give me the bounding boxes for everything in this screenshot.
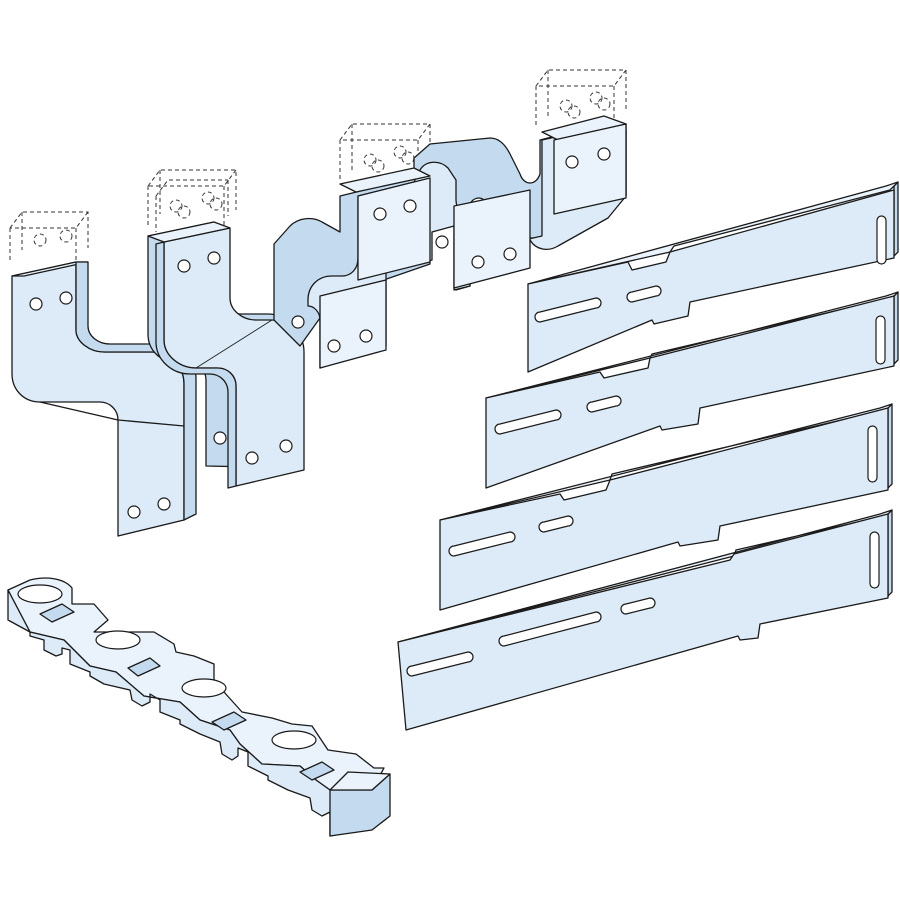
mounting-slot xyxy=(534,297,602,323)
busbar-connector-double xyxy=(147,169,305,489)
bolt-hole xyxy=(373,207,387,221)
bolt-hole xyxy=(127,505,141,519)
bolt-hole xyxy=(207,251,221,265)
bolt-hole xyxy=(327,339,341,353)
bolt-hole xyxy=(279,439,293,453)
busbar-flat-bar xyxy=(439,403,893,611)
bolt-hole xyxy=(29,297,43,311)
mounting-slot xyxy=(494,409,562,435)
busbar-connector-single xyxy=(9,211,197,537)
bolt-hole xyxy=(177,259,191,273)
bolt-hole xyxy=(597,147,611,161)
busbar-flat-bars xyxy=(397,181,899,731)
cable-hole xyxy=(271,730,317,750)
busbar-support-block xyxy=(7,577,391,837)
bolt-hole xyxy=(291,315,305,329)
mounting-slot xyxy=(626,285,662,303)
bolt-hole xyxy=(565,155,579,169)
mounting-slot xyxy=(406,651,474,677)
cable-hole xyxy=(181,678,227,698)
bolt-hole xyxy=(435,235,449,249)
mounting-slot xyxy=(876,215,887,265)
mounting-slot xyxy=(620,597,656,615)
mounting-slot xyxy=(867,425,878,483)
mounting-slot xyxy=(586,395,622,413)
mounting-slot xyxy=(498,611,602,647)
bolt-hole xyxy=(471,255,485,269)
dashed-terminal-outline xyxy=(147,169,237,232)
bolt-hole xyxy=(503,247,517,261)
mounting-slot xyxy=(869,531,880,589)
bolt-hole xyxy=(213,431,227,445)
cable-hole xyxy=(95,630,141,650)
bolt-hole xyxy=(59,291,73,305)
bolt-hole xyxy=(403,199,417,213)
busbar-flat-bar xyxy=(485,291,899,489)
bolt-hole xyxy=(359,329,373,343)
cable-hole xyxy=(17,584,63,604)
mounting-slot xyxy=(875,315,886,365)
dashed-terminal-outline xyxy=(9,211,89,262)
bolt-hole xyxy=(245,451,259,465)
mounting-slot xyxy=(448,531,516,557)
dashed-terminal-outline xyxy=(339,69,627,180)
busbar-connector-z-shaped xyxy=(273,69,627,369)
busbar-flat-bar xyxy=(527,181,899,373)
busbar-flat-bar xyxy=(397,509,893,731)
bolt-hole xyxy=(157,497,171,511)
mounting-slot xyxy=(538,515,574,533)
